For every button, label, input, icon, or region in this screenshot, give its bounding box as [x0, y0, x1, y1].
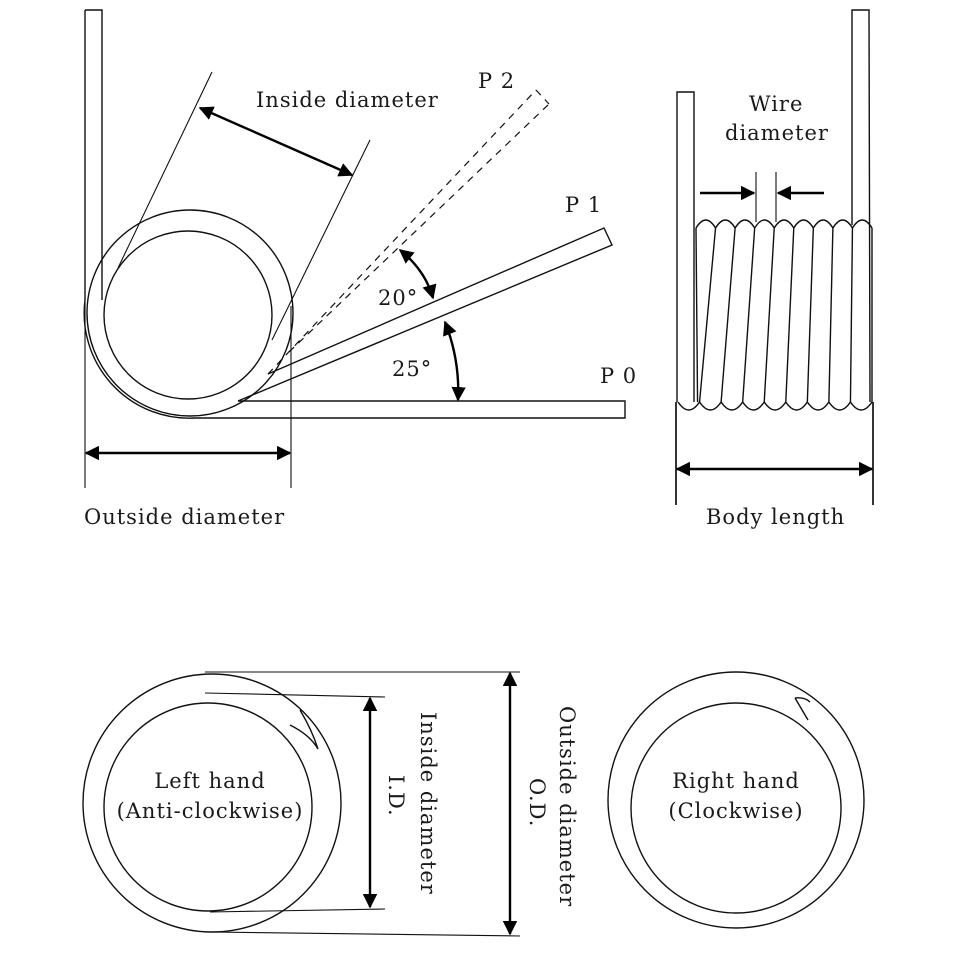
id-extension-left — [117, 71, 213, 269]
inside-diameter-label: Inside diameter — [256, 88, 439, 112]
lh-id-bottom — [209, 908, 386, 913]
coil-bottom-arc — [677, 401, 701, 411]
coil-top-arc — [695, 219, 717, 229]
coil-turn-line — [695, 227, 699, 403]
rh-label-line1: Right hand — [672, 769, 800, 793]
coil-turn-line — [806, 227, 815, 403]
outer-coil — [83, 299, 626, 419]
coil-turn-line — [849, 227, 854, 403]
lh-label-line2: (Anti-clockwise) — [117, 799, 304, 823]
coil-top-arc — [714, 219, 736, 229]
coil-turn-line — [785, 227, 795, 403]
left-leg — [676, 91, 695, 402]
lh-wire-tip — [289, 709, 319, 750]
coil-bottom-arc — [698, 401, 722, 411]
coil-bottom-arc — [763, 401, 787, 411]
coil-bottom-arc — [849, 401, 873, 411]
coil-turn-line — [763, 227, 775, 403]
vertical-leg — [84, 9, 103, 300]
right-leg — [851, 9, 871, 403]
p1-leg — [237, 227, 613, 402]
rh-outer-circle — [607, 671, 865, 929]
wire-label-line2: diameter — [725, 121, 829, 145]
coil-bottom-arc — [806, 401, 830, 411]
rh-wire-tip — [794, 697, 811, 721]
front-view: Wire diameter Body length — [675, 9, 874, 529]
coil-top-arc — [773, 219, 795, 229]
right-hand-view: Right hand (Clockwise) — [607, 671, 865, 929]
coil-bottom-arc — [720, 401, 744, 411]
side-view: Inside diameter Outside diameter 20° 25°… — [83, 9, 637, 529]
inner-coil-circle — [103, 230, 273, 400]
coil-bottom-arc — [828, 401, 852, 411]
coil-top-arc — [754, 219, 775, 229]
inside-diameter-arrow — [198, 106, 354, 177]
coil-top-arc — [793, 219, 814, 229]
id-extension-right — [271, 139, 371, 341]
left-hand-view: Left hand (Anti-clockwise) Inside diamet… — [82, 671, 579, 937]
outer-coil-circle — [86, 209, 294, 417]
p2-leg — [267, 89, 550, 375]
od-vertical-label: Outside diameter — [555, 706, 579, 907]
coil-top-arc — [832, 219, 854, 229]
coil-top-arc — [812, 219, 834, 229]
lh-label-line1: Left hand — [154, 769, 265, 793]
coil-turn-line — [698, 227, 717, 403]
id-abbrev: I.D. — [384, 775, 408, 817]
angle-label-25: 25° — [392, 357, 432, 381]
angle-arc-25 — [443, 320, 466, 402]
coil-turn-line — [741, 227, 756, 403]
id-vertical-label: Inside diameter — [416, 712, 440, 895]
wire-label-line1: Wire — [749, 92, 803, 116]
lh-od-bottom — [209, 931, 521, 937]
position-p0: P 0 — [600, 364, 637, 388]
angle-label-20: 20° — [378, 286, 418, 310]
coil-turn-line — [828, 227, 834, 403]
rh-label-line2: (Clockwise) — [668, 799, 803, 823]
od-abbrev: O.D. — [525, 778, 549, 827]
rh-inner-circle — [630, 702, 842, 914]
body-length-label: Body length — [706, 505, 845, 529]
lh-inner-circle — [103, 702, 313, 912]
coil-bottom-arc — [785, 401, 808, 411]
angle-arc-20 — [398, 249, 437, 300]
position-p2: P 2 — [478, 69, 515, 93]
coil-bottom-arc — [742, 401, 765, 411]
coil-body — [677, 219, 873, 411]
coil-top-arc — [734, 219, 756, 229]
position-p1: P 1 — [565, 193, 602, 217]
outside-diameter-label: Outside diameter — [84, 505, 285, 529]
coil-turn-line — [720, 227, 736, 403]
coil-top-arc — [851, 219, 873, 229]
lh-id-top — [204, 692, 386, 698]
